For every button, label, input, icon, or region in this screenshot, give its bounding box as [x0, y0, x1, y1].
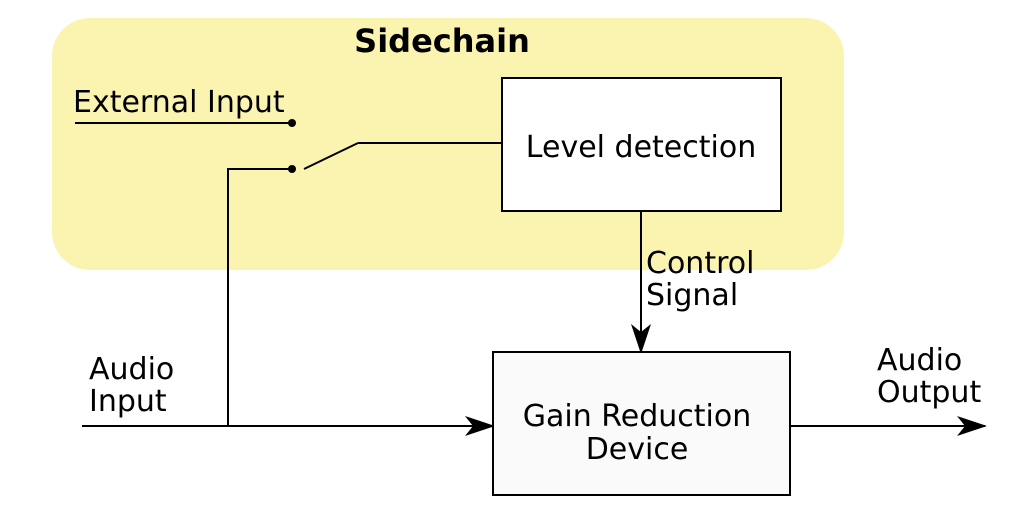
- control-signal-label-line2: Signal: [646, 278, 738, 313]
- control-signal-label-line1: Control: [646, 246, 754, 281]
- external-input-terminal: [288, 119, 296, 127]
- audio-input-label-line1: Audio: [89, 352, 174, 387]
- audio-output-label-line1: Audio: [877, 343, 962, 378]
- level-detection-label: Level detection: [526, 130, 756, 165]
- switch-blade: [303, 142, 359, 170]
- gain-reduction-box: [492, 351, 791, 496]
- gain-reduction-label-line1: Gain Reduction: [523, 399, 752, 434]
- gain-reduction-label-line2: Device: [586, 432, 689, 467]
- audio-tap-wire: [227, 168, 292, 426]
- sidechain-title: Sidechain: [354, 22, 530, 60]
- external-input-label: External Input: [73, 85, 285, 120]
- audio-input-label-line2: Input: [89, 384, 167, 419]
- audio-output-label-line2: Output: [877, 375, 981, 410]
- level-detection-box: [501, 77, 782, 212]
